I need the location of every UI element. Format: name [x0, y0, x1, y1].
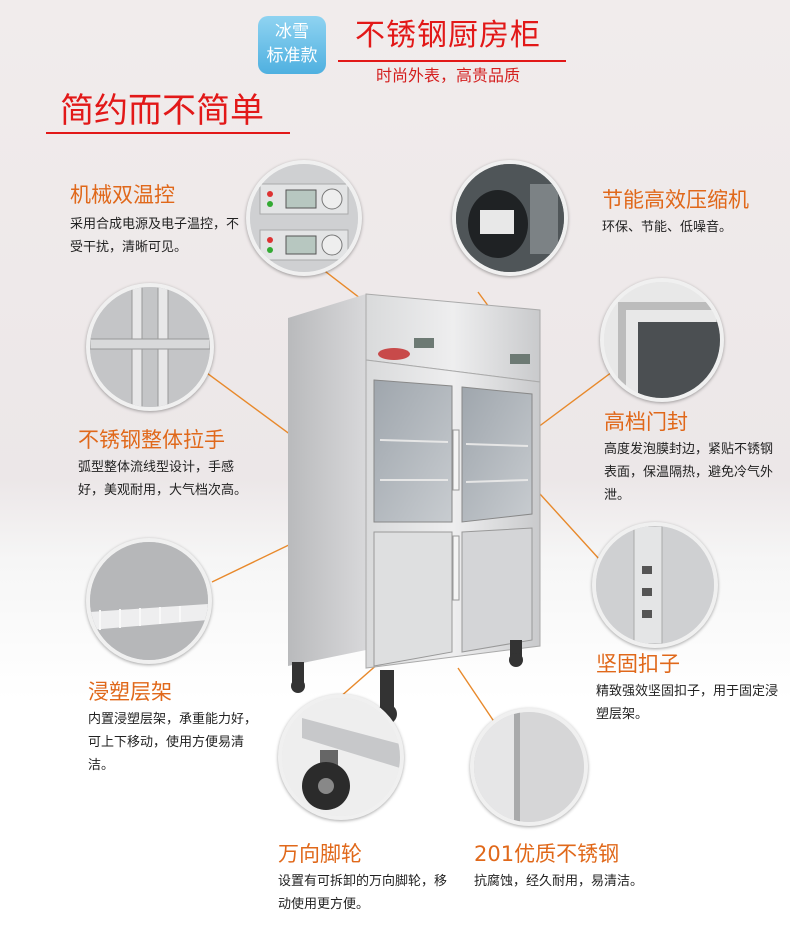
feature-shelf-title: 浸塑层架 [88, 680, 172, 704]
caster-icon [282, 698, 400, 816]
feature-door-seal-title: 高档门封 [604, 410, 688, 434]
title-divider [338, 60, 566, 62]
feature-door-seal-desc: 高度发泡膜封边，紧贴不锈钢表面，保温隔热，避免冷气外泄。 [604, 442, 774, 503]
steel-icon [474, 712, 584, 822]
clip-detail-image [592, 522, 718, 648]
thermostat-detail-image [246, 160, 362, 276]
feature-caster: 万向脚轮 设置有可拆卸的万向脚轮，移动使用更方便。 [278, 840, 458, 916]
feature-shelf-desc: 内置浸塑层架，承重能力好，可上下移动，使用方便易清洁。 [88, 712, 258, 773]
feature-handle-title: 不锈钢整体拉手 [78, 428, 225, 452]
feature-caster-title: 万向脚轮 [278, 842, 362, 866]
refrigerator-image [288, 293, 541, 724]
feature-handle-desc: 弧型整体流线型设计，手感好，美观耐用，大气档次高。 [78, 460, 248, 498]
feature-clip: 坚固扣子 精致强效坚固扣子，用于固定浸塑层架。 [596, 650, 784, 726]
thermostat-icon [250, 164, 358, 272]
feature-compressor-desc: 环保、节能、低噪音。 [602, 220, 733, 235]
brand-logo [378, 348, 410, 360]
door-seal-detail-image [600, 278, 724, 402]
model-badge: 冰雪 标准款 [258, 16, 326, 74]
feature-door-seal: 高档门封 高度发泡膜封边，紧贴不锈钢表面，保温隔热，避免冷气外泄。 [604, 408, 776, 507]
feature-steel: 201优质不锈钢 抗腐蚀，经久耐用，易清洁。 [474, 840, 674, 893]
shelf-icon [90, 542, 208, 660]
page-subtitle: 时尚外表，高贵品质 [375, 66, 520, 85]
handle-icon [90, 287, 210, 407]
feature-caster-desc: 设置有可拆卸的万向脚轮，移动使用更方便。 [278, 874, 448, 912]
feature-handle: 不锈钢整体拉手 弧型整体流线型设计，手感好，美观耐用，大气档次高。 [78, 426, 250, 502]
compressor-icon [456, 164, 564, 272]
shelf-detail-image [86, 538, 212, 664]
feature-thermostat-title: 机械双温控 [70, 183, 175, 207]
feature-shelf: 浸塑层架 内置浸塑层架，承重能力好，可上下移动，使用方便易清洁。 [88, 678, 260, 777]
steel-detail-image [470, 708, 588, 826]
feature-steel-title: 201优质不锈钢 [474, 842, 620, 866]
seal-icon [604, 282, 720, 398]
clip-icon [596, 526, 714, 644]
feature-compressor-title: 节能高效压缩机 [602, 188, 749, 212]
compressor-detail-image [452, 160, 568, 276]
feature-steel-desc: 抗腐蚀，经久耐用，易清洁。 [474, 874, 644, 889]
badge-line-1: 冰雪 [275, 22, 309, 42]
feature-clip-title: 坚固扣子 [596, 652, 680, 676]
feature-clip-desc: 精致强效坚固扣子，用于固定浸塑层架。 [596, 684, 779, 722]
page-title: 不锈钢厨房柜 [355, 18, 541, 53]
feature-thermostat: 机械双温控 采用合成电源及电子温控，不受干扰，清晰可见。 [70, 181, 246, 259]
caster-detail-image [278, 694, 404, 820]
section-title: 简约而不简单 [46, 88, 290, 134]
connector-steel [457, 667, 498, 727]
badge-line-2: 标准款 [266, 46, 318, 66]
handle-detail-image [86, 283, 214, 411]
feature-thermostat-desc: 采用合成电源及电子温控，不受干扰，清晰可见。 [70, 217, 240, 255]
feature-compressor: 节能高效压缩机 环保、节能、低噪音。 [602, 186, 782, 239]
